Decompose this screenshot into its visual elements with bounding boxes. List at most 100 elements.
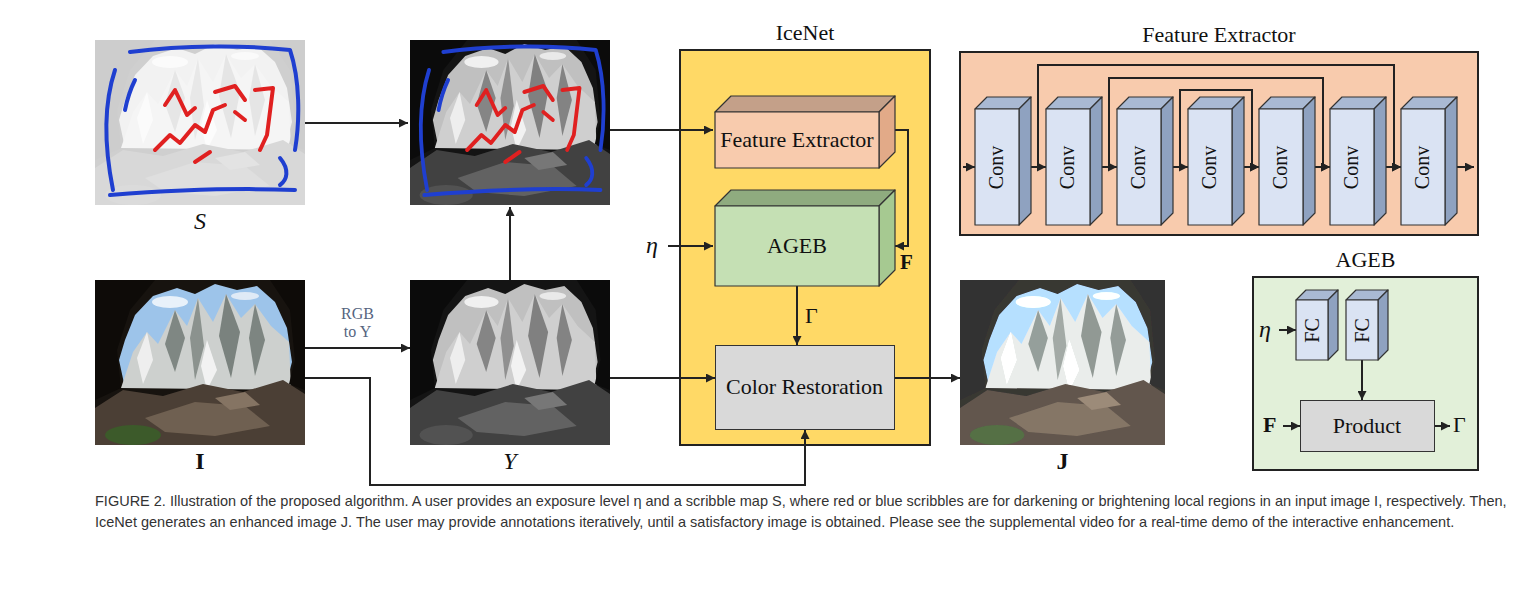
arrow: [1279, 329, 1296, 331]
edge-label: F: [900, 250, 913, 274]
block-label: Conv: [986, 145, 1009, 188]
block-label: Product: [1333, 413, 1401, 438]
fc-layer: FC: [1346, 290, 1388, 360]
edge-label-wrap: Γ: [805, 303, 818, 328]
block-face: FC: [1346, 300, 1378, 360]
panel-title: AGEB: [1253, 247, 1478, 272]
block-face: Conv: [1046, 109, 1090, 225]
icenet-panel-fill: [680, 50, 930, 445]
arrow: [509, 207, 511, 280]
block-face-shape: [1232, 97, 1244, 225]
icenet-panel: IceNetFeature ExtractorAGEBColor Restora…: [680, 50, 930, 445]
caption-wrap: FIGURE 2. Illustration of the proposed a…: [95, 491, 1523, 533]
block-face-shape: [1328, 290, 1338, 360]
scribbled-luminance-image: [410, 40, 610, 205]
block-label: Conv: [1128, 145, 1151, 188]
block-face: Conv: [1259, 109, 1303, 225]
symbol-label: η: [646, 232, 658, 260]
block-face-shape: [1161, 97, 1173, 225]
arrow-connector: [305, 347, 410, 349]
symbol-label: F: [1263, 412, 1276, 437]
block-face-shape: [1019, 97, 1031, 225]
color-restoration-box: Color Restoration: [715, 345, 895, 430]
block-face-shape: [1346, 300, 1378, 360]
panel-title: IceNet: [680, 20, 930, 45]
block-face-shape: [1445, 97, 1457, 225]
conv-layer: Conv: [1330, 97, 1386, 225]
edge-label: RGB to Y: [336, 305, 380, 342]
conv-layer: Conv: [975, 97, 1031, 225]
feature-extractor-panel: Feature ExtractorConvConvConvConvConvCon…: [960, 52, 1478, 235]
edge-label: Γ: [805, 303, 818, 328]
conv-layer: Conv: [1117, 97, 1173, 225]
arrow: [610, 129, 713, 131]
arrow: [305, 122, 408, 124]
block-face-shape: [715, 206, 879, 286]
luminance-image: Y: [410, 280, 610, 445]
enhanced-image: J: [960, 280, 1165, 445]
luminance-photo: [410, 280, 610, 445]
block-label: Conv: [1199, 145, 1222, 188]
block-face-shape: [1296, 300, 1328, 360]
label-wrap: F: [1263, 412, 1276, 437]
arrow-connector: [895, 130, 908, 246]
product-box: Product: [1300, 400, 1435, 452]
figure-caption: FIGURE 2. Illustration of the proposed a…: [95, 491, 1523, 533]
block-face-shape: [1303, 97, 1315, 225]
block-face-shape: [1046, 109, 1090, 225]
arrow: [1457, 166, 1474, 168]
label-wrap: η: [646, 232, 658, 260]
block-face: Feature Extractor: [715, 112, 879, 168]
block-face-shape: [715, 96, 895, 112]
block-label: Conv: [1341, 145, 1364, 188]
arrow: [963, 166, 975, 168]
block-face-shape: [1401, 109, 1445, 225]
conv-layer: Conv: [1401, 97, 1457, 225]
feature-extractor-panel-fill: [960, 52, 1478, 235]
block-face: Conv: [975, 109, 1019, 225]
symbol-label: Γ: [1453, 412, 1466, 437]
image-label: I: [95, 448, 305, 476]
block-face-shape: [879, 190, 895, 286]
arrow-connector: [895, 377, 960, 379]
block-label: AGEB: [767, 233, 827, 258]
image-label: Y: [410, 448, 610, 476]
block-face-shape: [1188, 109, 1232, 225]
conv-layer: Conv: [1046, 97, 1102, 225]
label-wrap: Γ: [1453, 412, 1466, 437]
fc-layer: FC: [1296, 290, 1338, 360]
feature-extractor-block: Feature Extractor: [715, 96, 895, 168]
ageb-panel-fill: [1253, 277, 1478, 470]
arrow: [668, 245, 713, 247]
arrow-connector: [610, 377, 715, 379]
block-face: Conv: [1330, 109, 1374, 225]
block-label: Conv: [1057, 145, 1080, 188]
ageb-panel: AGEBFCFCProduct: [1253, 277, 1478, 470]
block-face-shape: [715, 112, 879, 168]
block-label: Color Restoration: [726, 374, 883, 399]
block-face-shape: [1117, 109, 1161, 225]
block-face-shape: [1378, 290, 1388, 360]
scribble-map-image: [95, 40, 305, 205]
edge-label-wrap: RGB to Y: [336, 305, 380, 342]
block-face: Conv: [1401, 109, 1445, 225]
block-face-shape: [1374, 97, 1386, 225]
block-label: FC: [1301, 318, 1324, 342]
input-photo: [95, 280, 305, 445]
block-face-shape: [1259, 109, 1303, 225]
block-label: Conv: [1270, 145, 1293, 188]
conv-layer: Conv: [1259, 97, 1315, 225]
conv-layer: Conv: [1188, 97, 1244, 225]
image-label: S: [95, 208, 305, 236]
block-face-shape: [879, 96, 895, 168]
arrow-connector: [1361, 360, 1363, 400]
ageb-block: AGEB: [715, 190, 895, 286]
block-label: FC: [1351, 318, 1374, 342]
edge-label-wrap: F: [900, 250, 913, 274]
block-face: Color Restoration: [716, 346, 893, 428]
block-face: FC: [1296, 300, 1328, 360]
label-wrap: η: [1259, 316, 1271, 344]
block-label: Feature Extractor: [720, 127, 873, 152]
block-face-shape: [1090, 97, 1102, 225]
